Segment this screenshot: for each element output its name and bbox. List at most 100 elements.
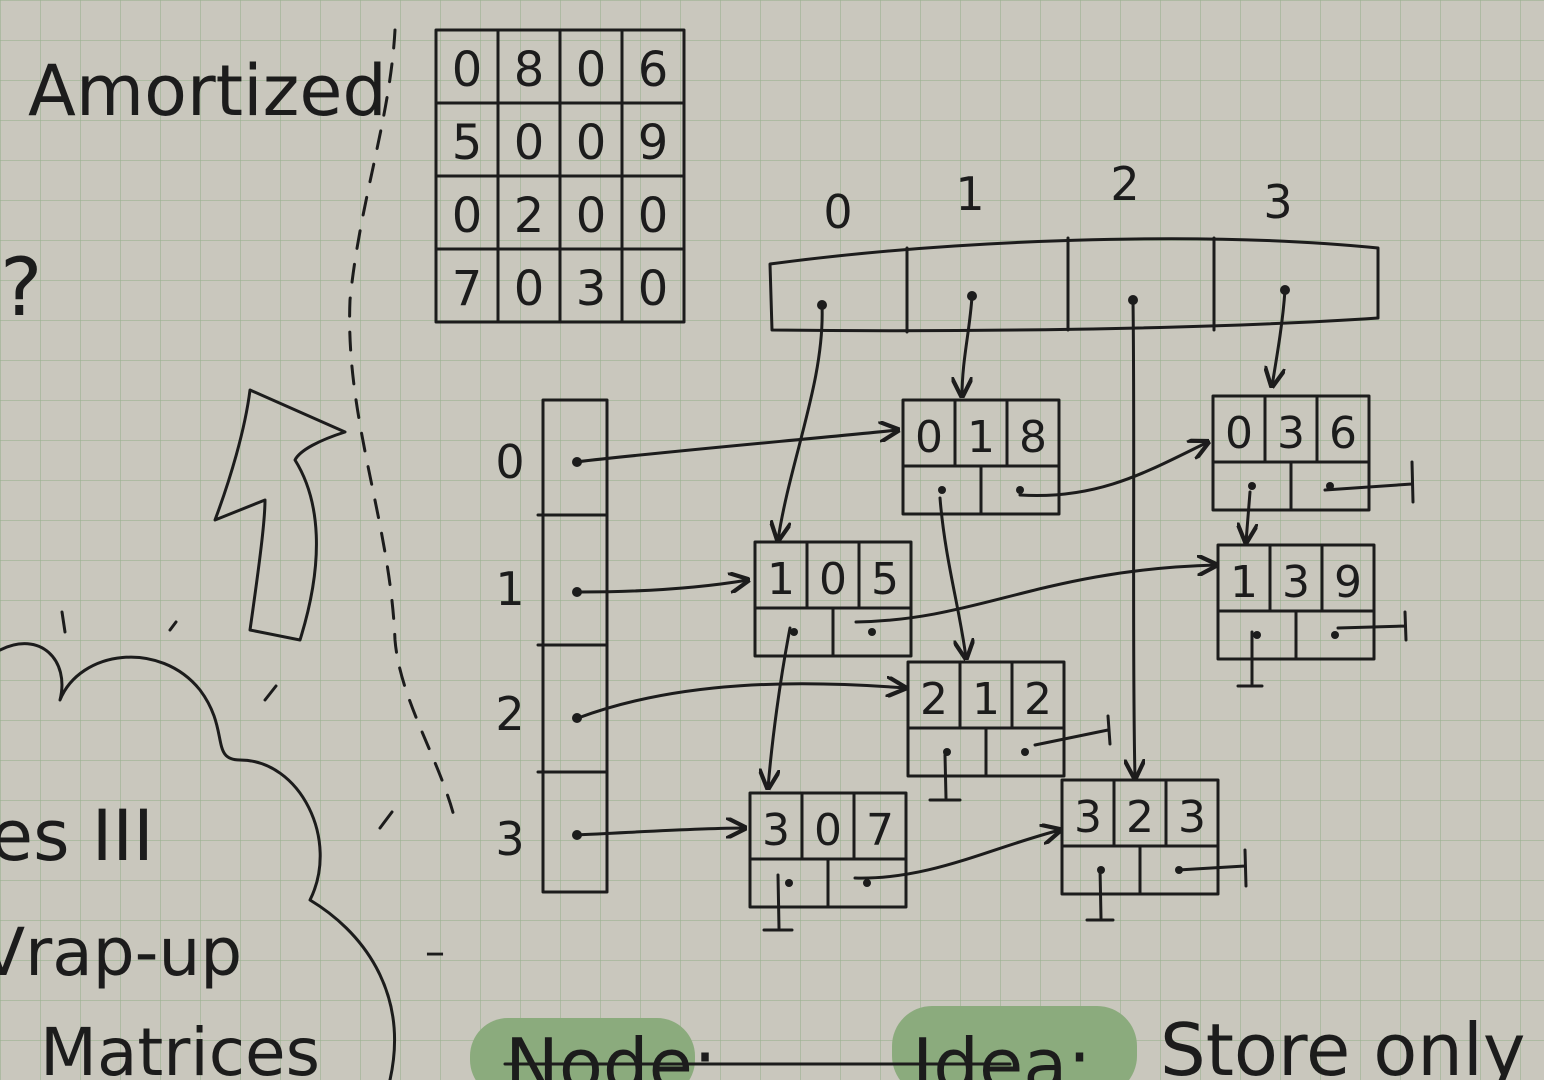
column-labels: 0 1 2 3 [823, 157, 1292, 239]
column-label-3: 3 [1263, 175, 1292, 229]
node-n139-value-2: 9 [1334, 557, 1362, 608]
node-n105-value-0: 1 [767, 554, 795, 605]
arrow-row0-to-018 [573, 430, 898, 464]
node-n323-value-2: 3 [1178, 792, 1206, 843]
dash-mark: – [425, 929, 445, 975]
matrix-cell-r1-c1: 0 [514, 115, 545, 171]
matrix-cell-r2-c2: 0 [576, 188, 607, 244]
node-n212-value-2: 2 [1024, 674, 1052, 725]
node-n139-value-0: 1 [1230, 557, 1258, 608]
null-212-down [928, 753, 962, 802]
arrow-row1-to-105 [578, 580, 748, 594]
matrix-cell-r0-c2: 0 [576, 42, 607, 98]
left-text-3: Matrices [40, 1014, 320, 1080]
arrow-307-to-323 [853, 830, 1060, 880]
up-arrow-sketch [213, 388, 347, 642]
matrix-cell-r1-c3: 9 [638, 115, 669, 171]
idea-label: Idea: [912, 1023, 1092, 1080]
cloud-sparks [60, 610, 394, 830]
node-n323-value-1: 2 [1126, 792, 1154, 843]
node-label: Node: [505, 1023, 717, 1080]
arrow-018-to-036 [1018, 442, 1208, 498]
node-n105-value-1: 0 [819, 554, 847, 605]
node-n018-value-1: 1 [967, 412, 995, 463]
column-array: 0 1 2 3 [768, 157, 1380, 334]
matrix-cell-r3-c1: 0 [514, 261, 545, 317]
arrow-036-to-139 [1246, 490, 1250, 542]
node-n139-value-1: 3 [1282, 557, 1310, 608]
null-139-right [1336, 610, 1408, 642]
idea-text: Store only [1160, 1008, 1525, 1080]
null-307-down [762, 873, 794, 932]
node-n212-value-1: 1 [972, 674, 1000, 725]
matrix-cell-r3-c2: 3 [576, 261, 607, 317]
row-label-0: 0 [495, 435, 524, 489]
down-pointer-dot [1248, 482, 1256, 490]
bottom-notes: Node: Idea: Store only [470, 1006, 1525, 1080]
node-n036-value-1: 3 [1277, 408, 1305, 459]
arrow-105-to-139 [854, 565, 1216, 624]
row-pointer-dot-1 [572, 587, 582, 597]
matrix-cell-r1-c0: 5 [452, 115, 483, 171]
column-label-0: 0 [823, 185, 852, 239]
arrow-col1-to-018 [962, 294, 974, 396]
matrix-cell-r0-c0: 0 [452, 42, 483, 98]
right-pointer-dot [868, 628, 876, 636]
right-pointer-dot [1326, 482, 1334, 490]
matrix-cell-r2-c3: 0 [638, 188, 669, 244]
down-pointer-dot [1253, 631, 1261, 639]
node-n018-value-2: 8 [1019, 412, 1047, 463]
arrow-018-to-212 [938, 496, 966, 658]
matrix-cell-r0-c1: 8 [514, 42, 545, 98]
node-n105-value-2: 5 [871, 554, 899, 605]
question-mark: ? [0, 241, 42, 334]
null-323-right [1176, 848, 1248, 888]
row-label-3: 3 [495, 812, 524, 866]
matrix-cell-r2-c1: 2 [514, 188, 545, 244]
arrow-col0-to-105 [778, 303, 824, 540]
matrix-cell-r2-c0: 0 [452, 188, 483, 244]
right-pointer-dot [1021, 748, 1029, 756]
node-n323-value-0: 3 [1074, 792, 1102, 843]
null-323-down [1085, 866, 1115, 922]
arrow-105-to-307 [768, 626, 792, 788]
matrix-cell-r1-c2: 0 [576, 115, 607, 171]
dashed-separator [348, 28, 457, 822]
idea-highlight [892, 1006, 1137, 1080]
arrow-col2-to-323 [1133, 298, 1135, 778]
matrix-cell-r3-c3: 0 [638, 261, 669, 317]
node-n036-value-0: 0 [1225, 408, 1253, 459]
arrow-row3-to-307 [573, 828, 745, 835]
node-n307-value-0: 3 [762, 805, 790, 856]
node-n018-value-0: 0 [915, 412, 943, 463]
node-n212-value-0: 2 [920, 674, 948, 725]
matrix-cell-r0-c3: 6 [638, 42, 669, 98]
arrow-row2-to-212 [576, 684, 905, 720]
heading-amortized: Amortized [28, 50, 387, 132]
matrix-cell-r3-c0: 7 [452, 261, 483, 317]
null-139-down [1236, 630, 1264, 688]
column-label-2: 2 [1110, 157, 1139, 211]
null-212-right [1033, 714, 1112, 747]
node-n307-value-1: 0 [814, 805, 842, 856]
down-pointer-dot [938, 486, 946, 494]
row-label-1: 1 [495, 562, 524, 616]
node-n307-value-2: 7 [866, 805, 894, 856]
arrow-col3-to-036 [1272, 288, 1287, 386]
left-text-1: es III [0, 795, 154, 877]
node-n036-value-2: 6 [1329, 408, 1357, 459]
right-pointer-dot [1331, 631, 1339, 639]
cloud-sketch [0, 642, 396, 1080]
column-label-1: 1 [955, 167, 984, 221]
